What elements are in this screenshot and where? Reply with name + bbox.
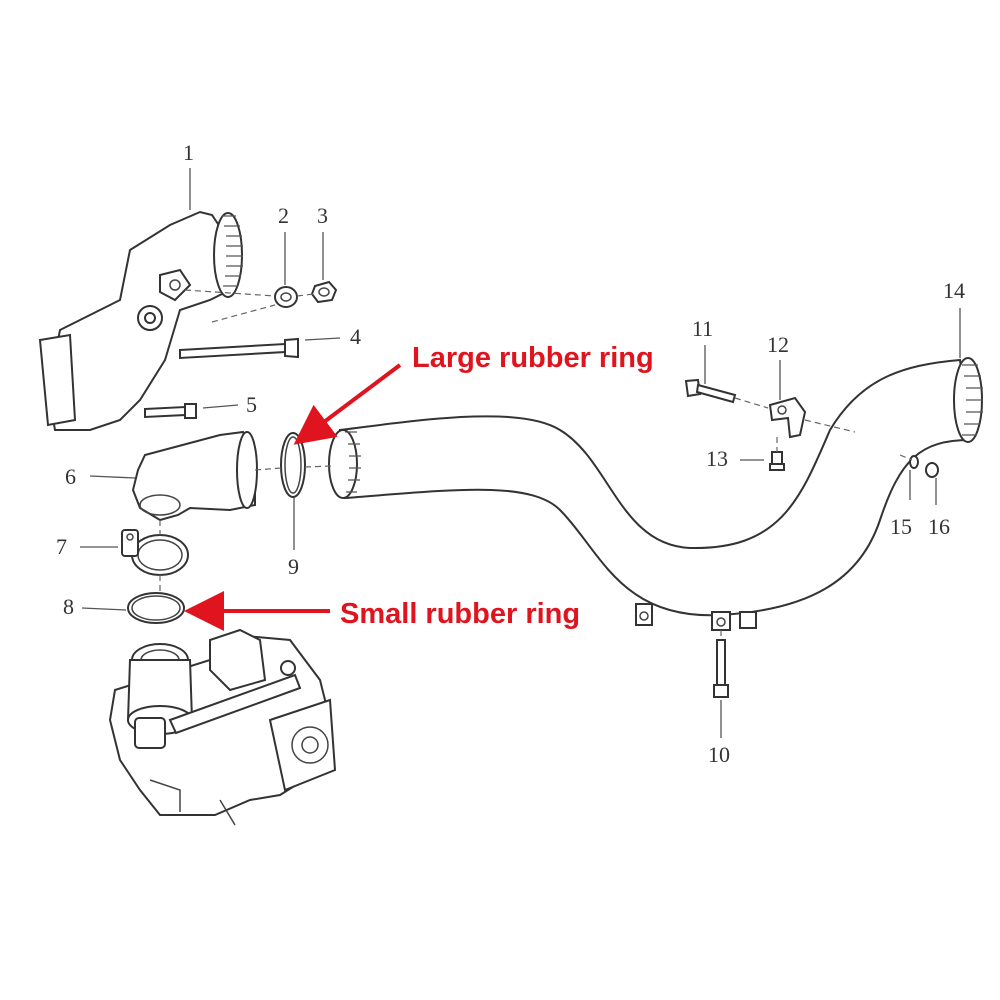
part-2-washer <box>274 286 298 308</box>
leader-lines <box>80 168 961 738</box>
part-7-v-band-clamp <box>121 529 189 576</box>
part-9-large-rubber-ring <box>280 432 306 498</box>
callout-large-label: Large rubber ring <box>412 342 654 374</box>
part-main-charge-pipe <box>328 357 983 631</box>
part-15-washer <box>909 455 919 469</box>
label-part-7: 7 <box>56 534 67 559</box>
part-5-short-bolt <box>144 403 197 419</box>
part-10-bolt <box>713 639 729 698</box>
label-part-8: 8 <box>63 594 74 619</box>
callout-large-arrow <box>293 363 402 445</box>
label-part-5: 5 <box>246 392 257 417</box>
label-part-10: 10 <box>708 742 730 767</box>
callout-large-rubber-ring: Large rubber ring <box>293 342 654 445</box>
label-part-12: 12 <box>767 332 789 357</box>
label-part-1: 1 <box>183 140 194 165</box>
part-1-elbow-housing <box>38 210 243 431</box>
part-4-long-bolt <box>179 337 299 360</box>
label-part-16: 16 <box>928 514 950 539</box>
label-part-4: 4 <box>350 324 361 349</box>
part-11-bolt <box>684 378 737 404</box>
label-part-6: 6 <box>65 464 76 489</box>
label-part-2: 2 <box>278 203 289 228</box>
part-3-nut <box>310 280 338 304</box>
part-6-elbow-pipe <box>131 430 258 522</box>
label-part-14: 14 <box>943 278 965 303</box>
part-13-small-bolt <box>769 451 785 471</box>
part-12-bracket <box>768 396 807 439</box>
callout-small-rubber-ring: Small rubber ring <box>184 591 580 631</box>
part-16-nut <box>925 462 939 478</box>
label-part-15: 15 <box>890 514 912 539</box>
label-part-3: 3 <box>317 203 328 228</box>
label-part-9: 9 <box>288 554 299 579</box>
turbocharger <box>108 628 337 826</box>
label-part-11: 11 <box>692 316 713 341</box>
part-8-small-rubber-ring <box>127 592 185 624</box>
label-part-13: 13 <box>706 446 728 471</box>
part-number-labels: 1 2 3 4 5 6 7 8 9 10 11 12 13 14 15 16 <box>56 140 965 767</box>
assembly-dashed-lines <box>159 289 913 640</box>
callout-small-label: Small rubber ring <box>340 598 580 630</box>
